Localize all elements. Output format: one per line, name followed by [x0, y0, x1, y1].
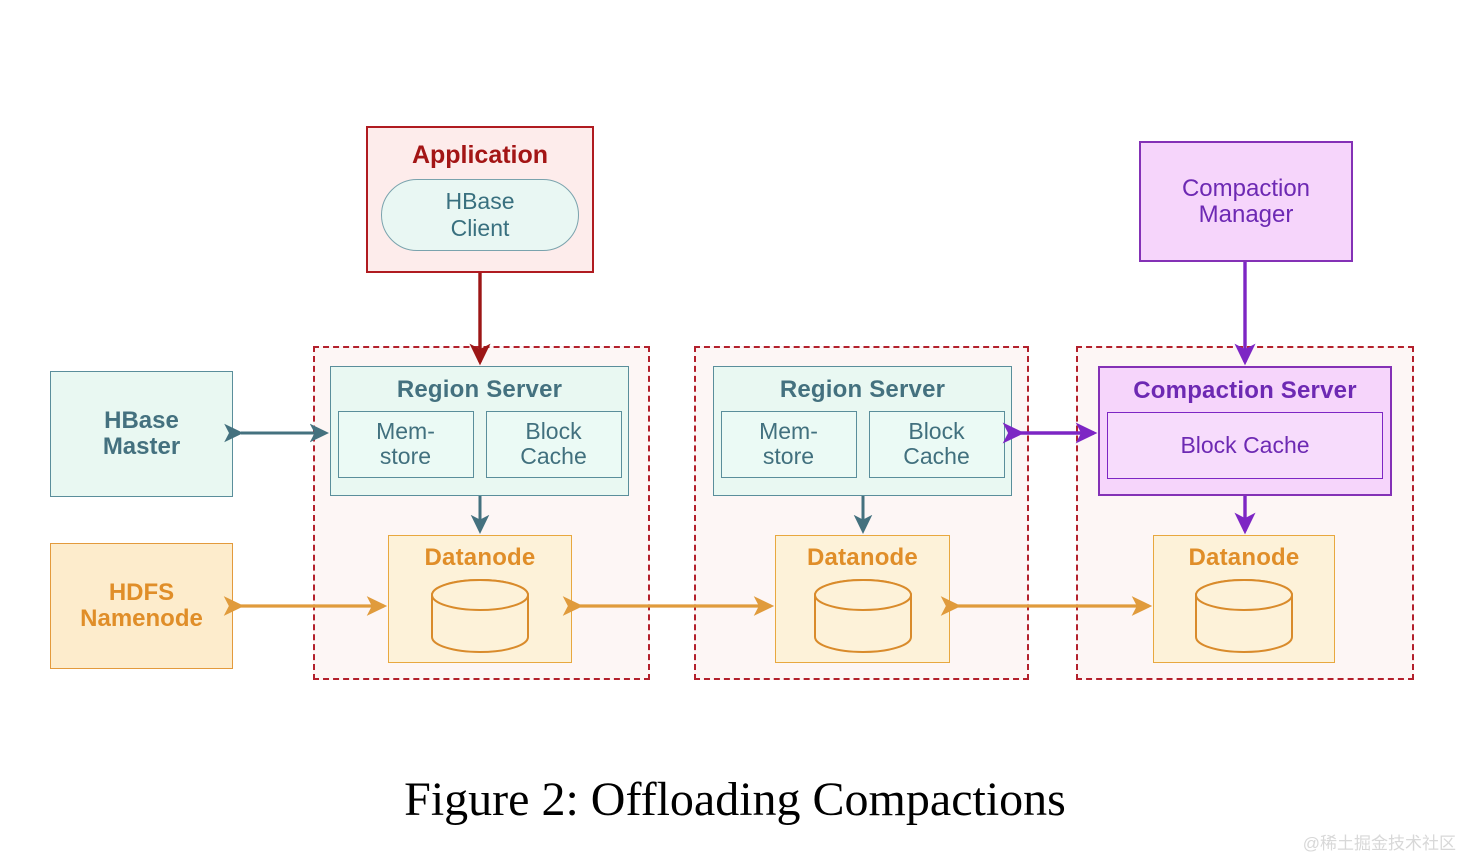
memstore-label-line2: store: [762, 443, 815, 470]
application-title: Application: [411, 141, 549, 169]
compaction-server-blockcache[interactable]: Block Cache: [1107, 411, 1383, 479]
blockcache-label-line1: Block: [525, 417, 582, 444]
blockcache-label-line2: Cache: [903, 443, 970, 470]
region-server-2-box[interactable]: Region Server Mem- store Block Cache: [713, 366, 1012, 496]
region-server-1-box[interactable]: Region Server Mem- store Block Cache: [330, 366, 629, 496]
blockcache-label-line2: Cache: [520, 443, 587, 470]
datanode-3-box[interactable]: Datanode: [1153, 535, 1335, 663]
region-server-1-blockcache[interactable]: Block Cache: [485, 410, 622, 478]
hdfs-namenode-box[interactable]: HDFS Namenode: [50, 543, 233, 669]
region-server-2-title: Region Server: [779, 376, 946, 403]
compaction-server-title: Compaction Server: [1133, 377, 1357, 404]
region-server-2-blockcache[interactable]: Block Cache: [868, 410, 1005, 478]
hbase-client-node[interactable]: HBase Client: [381, 179, 579, 251]
region-server-1-title: Region Server: [396, 376, 563, 403]
hbase-master-box[interactable]: HBase Master: [50, 371, 233, 497]
compaction-manager-label-line1: Compaction: [1181, 174, 1311, 202]
region-server-2-memstore[interactable]: Mem- store: [720, 410, 857, 478]
hbase-master-label-line1: HBase: [104, 407, 179, 435]
datanode-1-title: Datanode: [424, 544, 536, 571]
memstore-label-line1: Mem-: [759, 417, 818, 444]
hdfs-namenode-label-line1: HDFS: [108, 579, 175, 607]
datanode-2-title: Datanode: [807, 544, 918, 571]
application-box[interactable]: Application HBase Client: [366, 126, 594, 273]
compaction-manager-box[interactable]: Compaction Manager: [1139, 141, 1353, 262]
blockcache-label-line1: Block: [908, 417, 965, 444]
datanode-1-box[interactable]: Datanode: [388, 535, 572, 663]
watermark: @稀土掘金技术社区: [1302, 834, 1456, 853]
memstore-label-line1: Mem-: [376, 417, 435, 444]
region-server-1-memstore[interactable]: Mem- store: [337, 410, 474, 478]
hbase-client-label-line1: HBase: [445, 188, 515, 215]
figure-caption: Figure 2: Offloading Compactions: [404, 773, 1066, 826]
hbase-client-label-line2: Client: [450, 215, 510, 241]
datanode-2-box[interactable]: Datanode: [775, 535, 950, 663]
memstore-label-line2: store: [379, 443, 432, 470]
hdfs-namenode-label-line2: Namenode: [80, 605, 203, 632]
compaction-server-box[interactable]: Compaction Server Block Cache: [1098, 366, 1392, 496]
hbase-master-label-line2: Master: [102, 433, 181, 460]
datanode-3-title: Datanode: [1188, 544, 1300, 571]
compaction-manager-label-line2: Manager: [1198, 200, 1294, 228]
